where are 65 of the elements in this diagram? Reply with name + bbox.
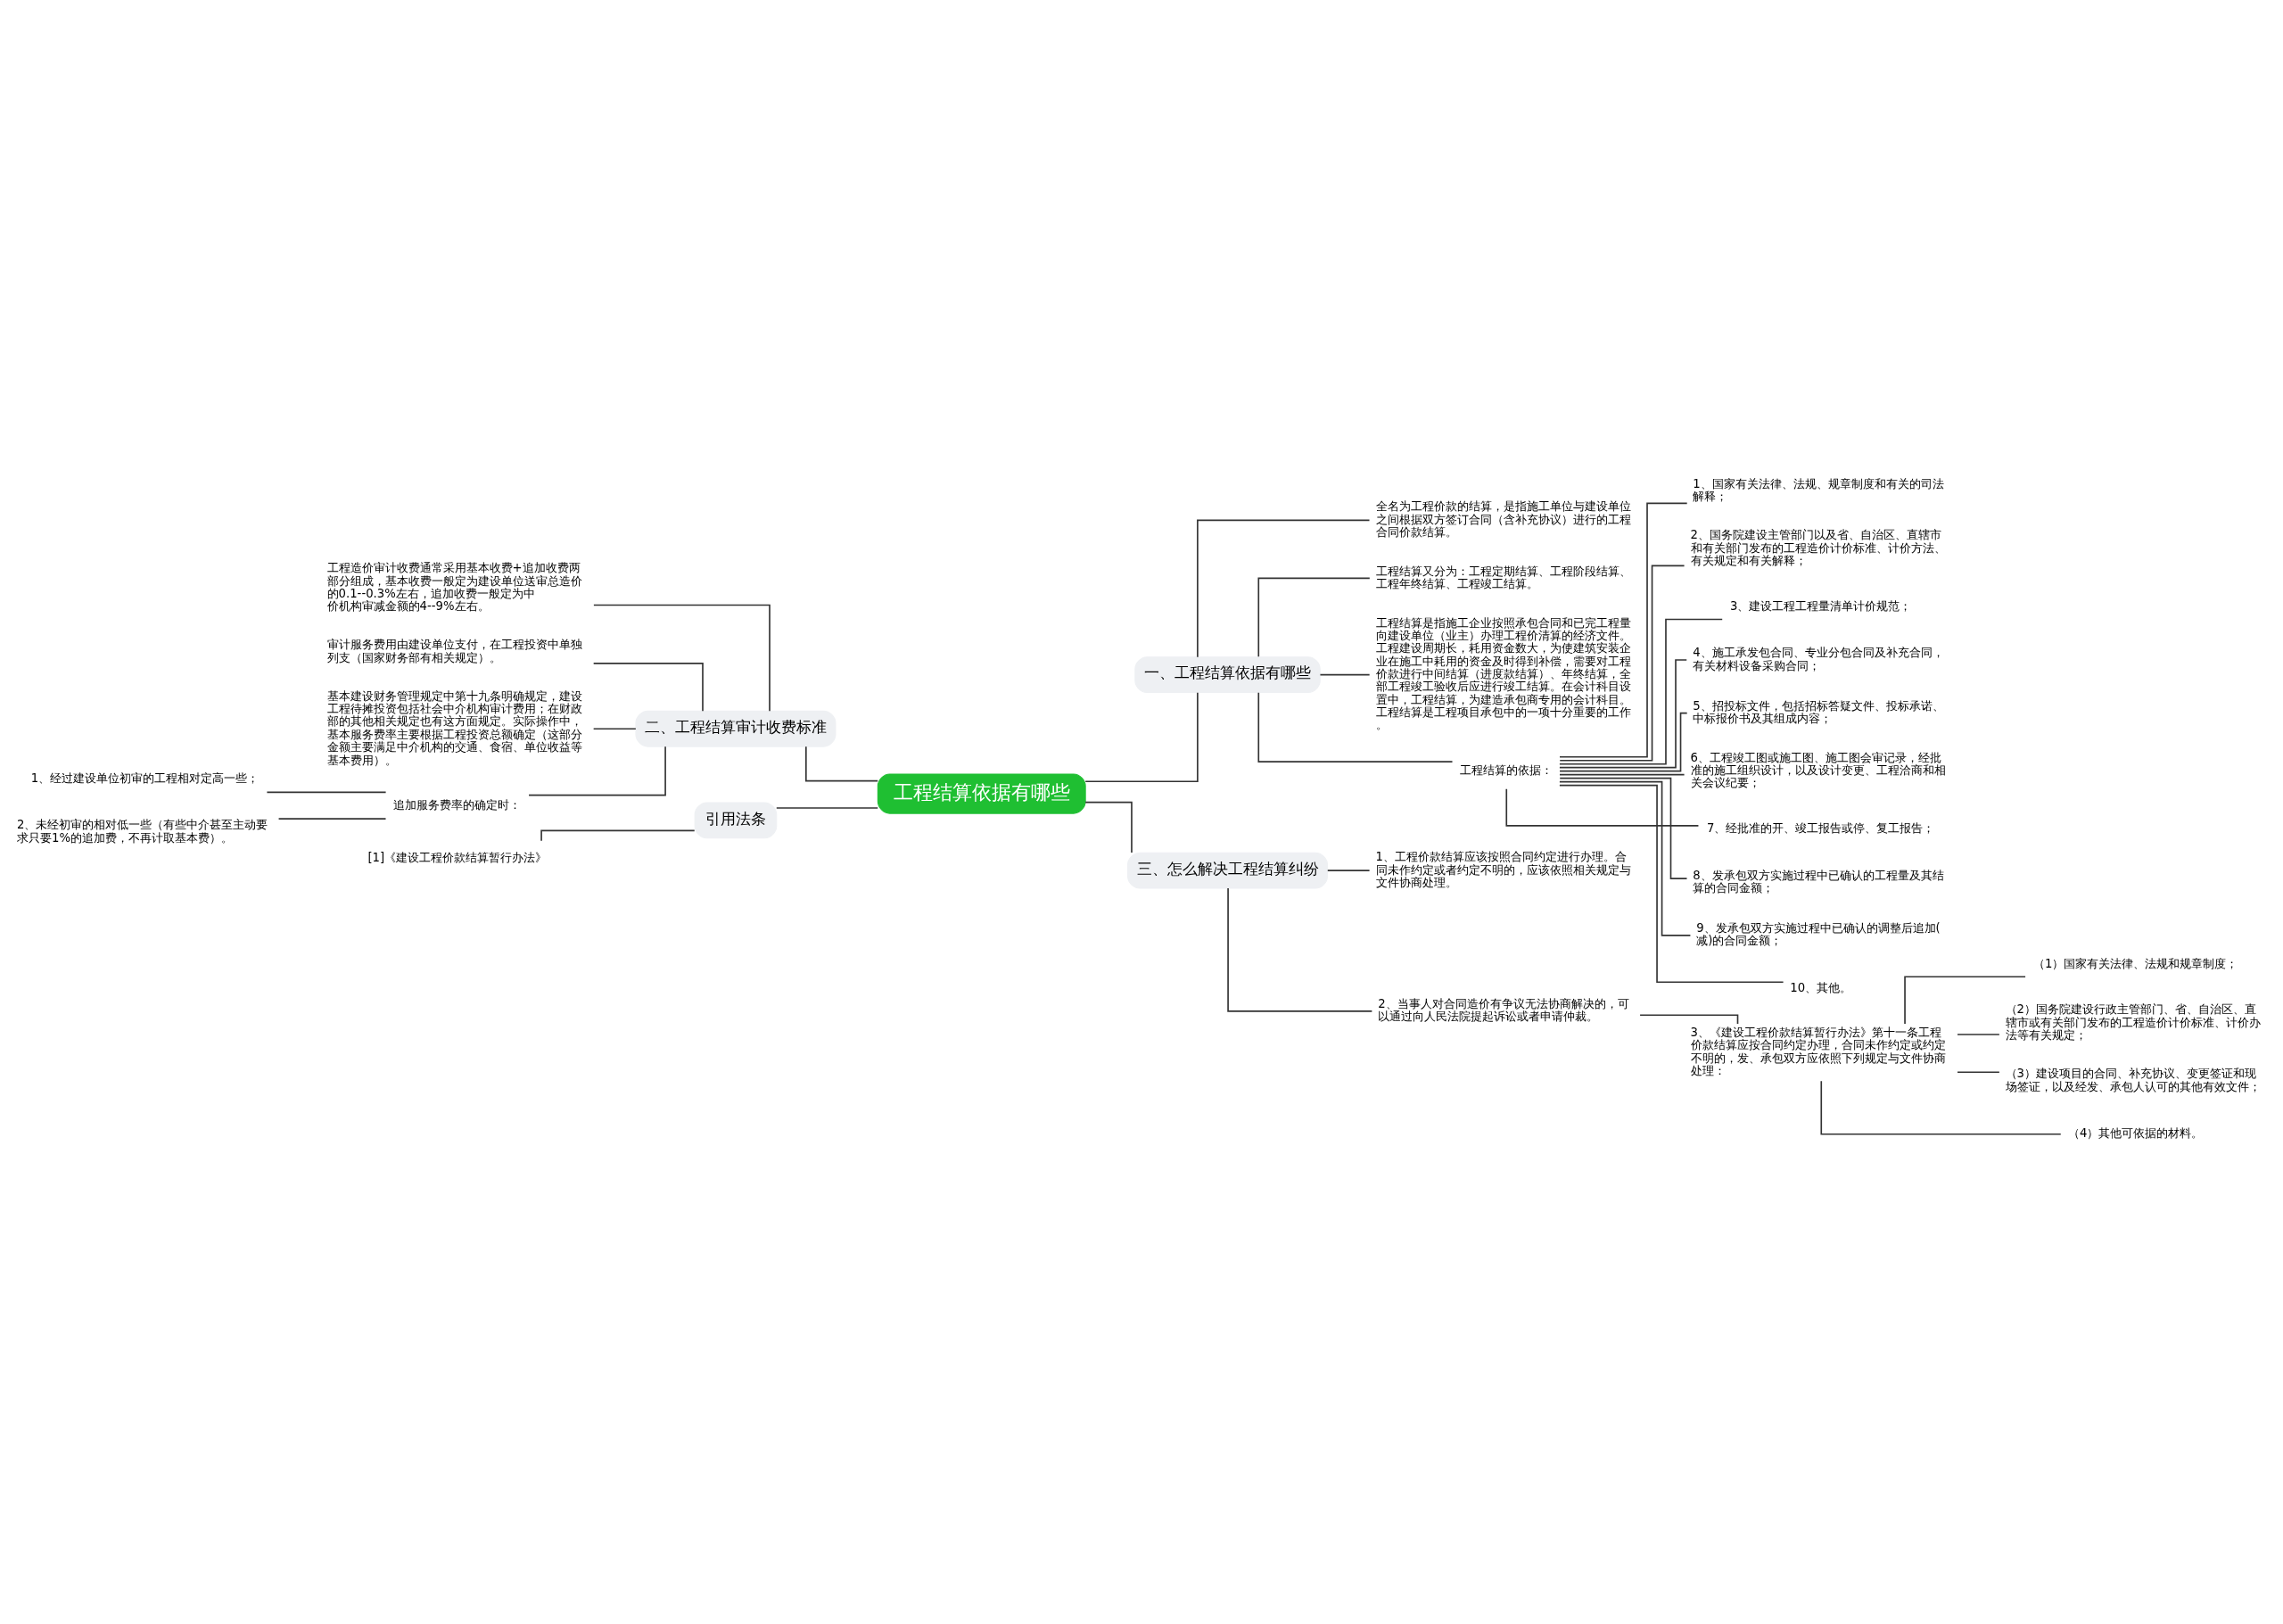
connector — [1559, 658, 1688, 769]
node-text: 工程造价审计收费通常采用基本收费+追加收费两部分组成，基本收费一般定为建设单位送审总造价的0.1--0.3%左右，追加收费一般定为中价机构审减金额的4--9%左右。 — [326, 560, 582, 613]
connector — [1505, 787, 1700, 827]
connector — [1559, 773, 1685, 775]
node-text: 3、《建设工程价款结算暂行办法》第十一条工程价款结算应按合同约定办理，合同未作约定或约定不明的，发、承包双方应依照下列规定与文件协商处理： — [1690, 1025, 1946, 1077]
connector — [1559, 502, 1688, 758]
connector — [1957, 1070, 2000, 1073]
node-text: 追加服务费率的确定时： — [393, 797, 522, 812]
connector — [1639, 1013, 1739, 1025]
connector — [775, 806, 879, 809]
connector — [1319, 673, 1371, 675]
connector — [592, 727, 637, 730]
connector — [1559, 712, 1688, 771]
node-box: 一、工程结算依据有哪些 — [1134, 655, 1321, 693]
connector — [1084, 801, 1133, 853]
node-text: 7、经批准的开、竣工报告或停、复工报告； — [1707, 820, 1935, 835]
node-text: 全名为工程价款的结算，是指施工单位与建设单位之间根据双方签订合同（含补充协议）进行的工程合同价款结算。 — [1375, 499, 1631, 539]
connector — [1559, 784, 1784, 983]
node-box: 引用法条 — [694, 801, 778, 838]
node-text: （2）国务院建设行政主管部门、省、自治区、直辖市或有关部门发布的工程造价计价标准、计价办法等有关规定； — [2005, 1002, 2261, 1042]
node-box: 工程结算依据有哪些 — [877, 772, 1086, 814]
node-text: 工程结算是指施工企业按照承包合同和已完工程量向建设单位（业主）办理工程价清算的经济文件。工程建设周期长，耗用资金数大，为使建筑安装企业在施工中耗用的资金及时得到补偿，需要对工程价款进行中间结算（进度款结算）、年终结算，全部工程竣工验收后应进行竣工结算。在会计科目设置中，工程结算，为建造承包商专用的会计科目。工程结算是工程项目承包中的一项十分重要的工作。 — [1375, 615, 1631, 731]
connector — [540, 829, 696, 842]
node-box: 三、怎么解决工程结算纠纷 — [1127, 852, 1329, 888]
node-text: 10、其他。 — [1790, 980, 1852, 994]
connector — [1820, 1079, 2062, 1135]
connector — [528, 745, 666, 796]
connector — [1257, 691, 1454, 763]
node-text: 8、发承包双方实施过程中已确认的工程量及其结算的合同金额； — [1693, 868, 1944, 894]
node-text: 1、工程价款结算应该按照合同约定进行办理。合同未作约定或者约定不明的，应该依照相关规定与文件协商处理。 — [1375, 849, 1631, 889]
node-text: 基本建设财务管理规定中第十九条明确规定，建设工程待摊投资包括社会中介机构审计费用；在财政部的其他相关规定也有这方面规定。实际操作中，基本服务费率主要根据工程投资总额确定（这部分金额主要满足中介机构的交通、食宿、单位收益等基本费用）。 — [326, 688, 582, 766]
node-text: 9、发承包双方实施过程中已确认的调整后追加(减)的合同金额； — [1696, 920, 1941, 947]
connector — [1559, 565, 1685, 762]
connector — [1559, 777, 1688, 879]
node-text: 工程结算的依据： — [1459, 763, 1553, 777]
node-box: 二、工程结算审计收费标准 — [635, 710, 837, 747]
connector — [1257, 577, 1371, 657]
node-text: 4、施工承发包合同、专业分包合同及补充合同，有关材料设备采购合同； — [1693, 645, 1944, 672]
node-text: （3）建设项目的合同、补充协议、变更签证和现场签证，以及经发、承包人认可的其他有效文件； — [2005, 1066, 2261, 1093]
node-text: 工程结算又分为：工程定期结算、工程阶段结算、工程年终结算、工程竣工结算。 — [1375, 564, 1631, 590]
connector — [1326, 869, 1371, 871]
connector — [593, 604, 771, 712]
connector — [1084, 691, 1199, 782]
connector — [805, 746, 879, 782]
node-text: 2、未经初审的相对低一些（有些中介甚至主动要求只要1%的追加费，不再计取基本费）。 — [17, 817, 268, 845]
node-text: （1）国家有关法律、法规和规章制度； — [2033, 956, 2238, 970]
connector — [277, 817, 387, 820]
connector — [1197, 519, 1371, 657]
node-text: 5、招投标文件，包括招标答疑文件、投标承诺、中标报价书及其组成内容； — [1693, 698, 1944, 725]
node-text: 1、经过建设单位初审的工程相对定高一些； — [30, 771, 260, 785]
connector — [1227, 886, 1373, 1012]
connector — [592, 662, 704, 712]
connector — [1904, 975, 2026, 1025]
node-text: 审计服务费用由建设单位支付，在工程投资中单独列支（国家财务部有相关规定）。 — [326, 637, 582, 664]
node-text: 6、工程竣工图或施工图、施工图会审记录，经批准的施工组织设计，以及设计变更、工程洽商和相关会议纪要； — [1690, 750, 1946, 789]
connector — [266, 791, 387, 793]
connector — [1957, 1033, 2000, 1035]
connector — [1559, 780, 1692, 936]
node-text: 1、国家有关法律、法规、规章制度和有关的司法解释； — [1693, 476, 1944, 503]
node-text: [1]《建设工程价款结算暂行办法》 — [367, 850, 548, 864]
node-text: 3、建设工程工程量清单计价规范； — [1730, 598, 1912, 613]
node-text: 2、当事人对合同造价有争议无法协商解决的，可以通过向人民法院提起诉讼或者申请仲裁。 — [1378, 996, 1629, 1023]
node-text: 2、国务院建设主管部门以及省、自治区、直辖市和有关部门发布的工程造价计价标准、计价方法、有关规定和有关解释； — [1690, 527, 1946, 567]
connector — [1559, 618, 1724, 765]
node-text: （4）其他可依据的材料。 — [2068, 1125, 2204, 1140]
